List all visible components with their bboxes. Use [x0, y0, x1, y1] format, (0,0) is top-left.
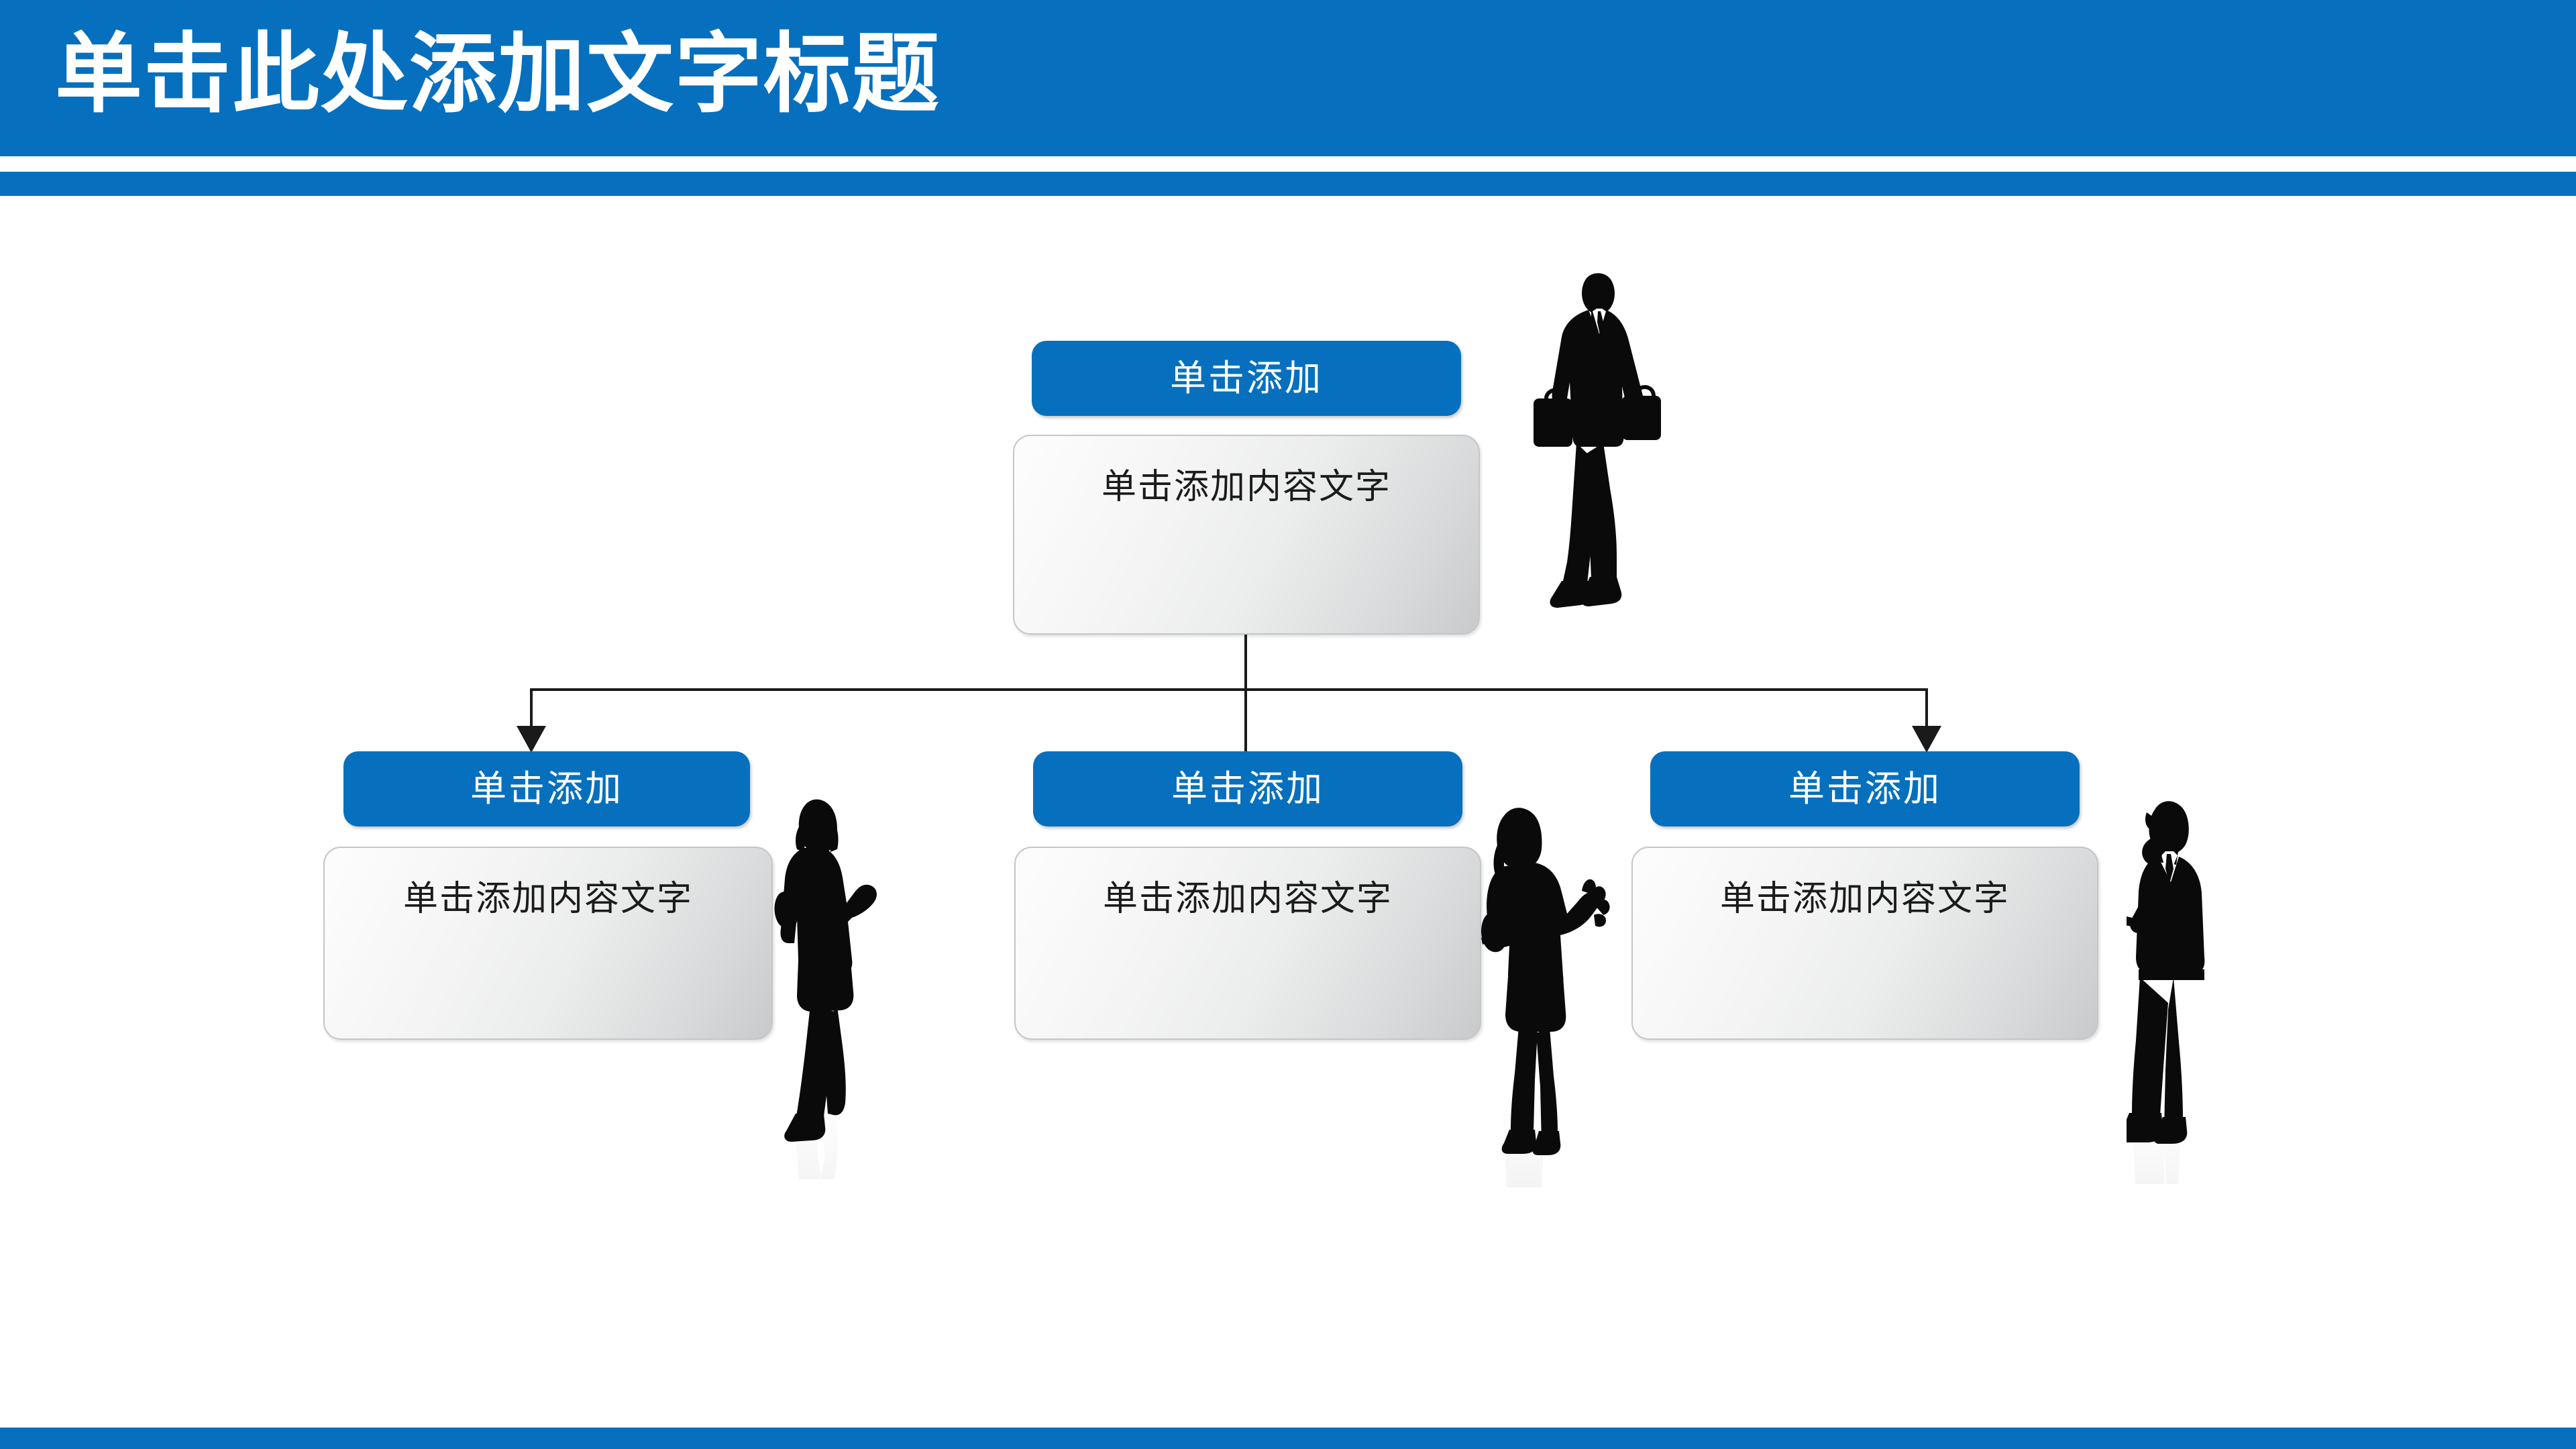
node-child-2-body-label: 单击添加内容文字: [1102, 879, 1393, 919]
connector-drop-1: [530, 688, 533, 729]
connector-arrow-1: [517, 726, 546, 753]
node-child-1-body[interactable]: 单击添加内容文字: [323, 847, 773, 1040]
node-child-3-header[interactable]: 单击添加: [1650, 751, 2080, 826]
node-child-1-body-label: 单击添加内容文字: [402, 879, 693, 919]
slide-footer-band: [0, 1428, 2576, 1449]
node-child-3-body[interactable]: 单击添加内容文字: [1631, 847, 2098, 1040]
node-child-2-body[interactable]: 单击添加内容文字: [1014, 847, 1481, 1040]
node-root-header-label: 单击添加: [1170, 357, 1323, 399]
node-root-body[interactable]: 单击添加内容文字: [1013, 435, 1480, 635]
businessman-walking-silhouette: [1521, 267, 1676, 683]
businesswoman-standing-silhouette: [1481, 792, 1612, 1187]
node-root-header[interactable]: 单击添加: [1032, 341, 1461, 416]
header-accent-rule: [0, 172, 2576, 196]
connector-trunk: [1244, 633, 1247, 691]
node-child-2-header-label: 单击添加: [1171, 767, 1324, 810]
node-child-3-body-label: 单击添加内容文字: [1719, 879, 2010, 919]
connector-drop-2: [1244, 688, 1247, 751]
node-child-3-header-label: 单击添加: [1788, 767, 1941, 810]
node-child-1-header-label: 单击添加: [470, 767, 623, 810]
node-root-body-label: 单击添加内容文字: [1101, 467, 1391, 507]
connector-drop-3: [1925, 688, 1928, 729]
connector-arrow-3: [1912, 726, 1941, 753]
businessman-reading-silhouette: [2127, 782, 2261, 1184]
connector-bus: [530, 688, 1928, 691]
businesswoman-walking-silhouette: [771, 784, 906, 1179]
slide-header-band: [0, 0, 2576, 156]
node-child-1-header[interactable]: 单击添加: [343, 751, 750, 826]
node-child-2-header[interactable]: 单击添加: [1033, 751, 1462, 826]
page-title: 单击此处添加文字标题: [55, 23, 941, 125]
